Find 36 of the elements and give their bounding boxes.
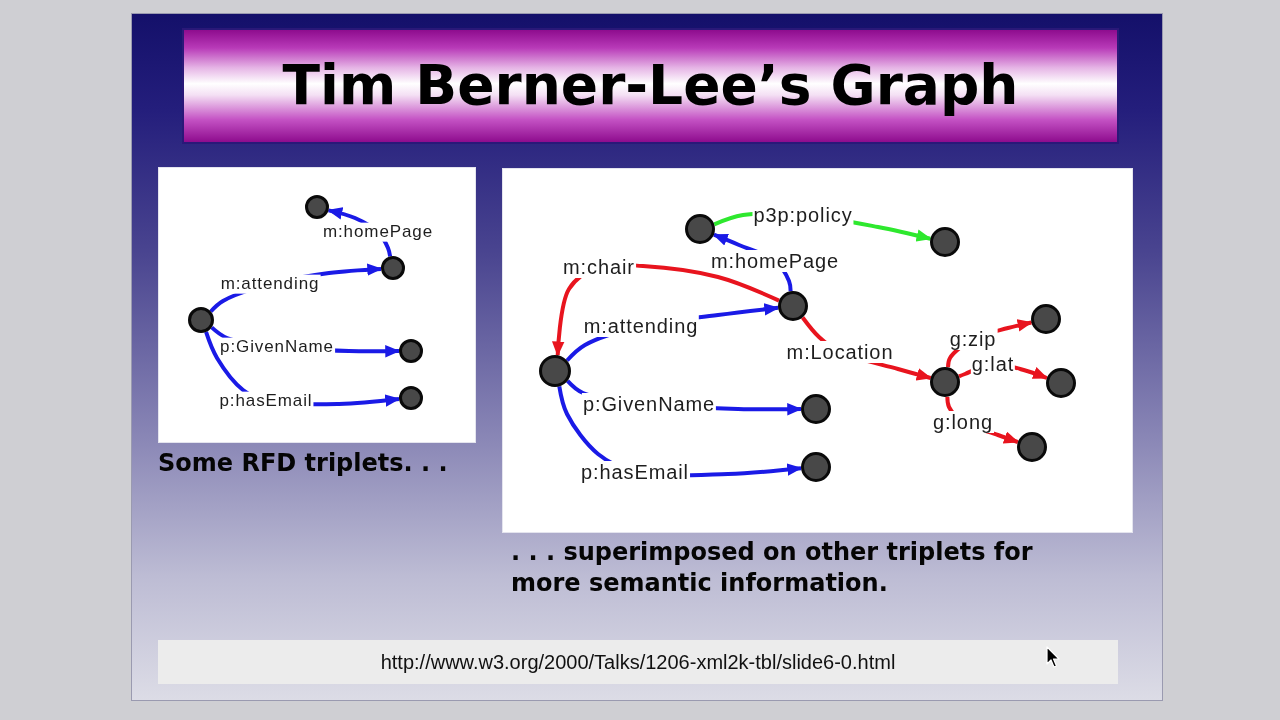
edge-label: g:lat (970, 353, 1016, 375)
graph-node (778, 291, 808, 321)
edge-label: g:zip (948, 328, 998, 350)
node-label: . . . superimposed on other triplets for more semantic information. (511, 537, 1034, 599)
edge-label: m:homePage (710, 250, 840, 272)
url-bar (158, 640, 1118, 684)
node-label: Some RFD triplets. . . (158, 448, 449, 478)
edge-label: m:attending (219, 274, 321, 294)
edge-label: m:attending (582, 315, 700, 337)
edge-label: g:long (932, 411, 994, 433)
graph-node (381, 256, 405, 280)
graph-panel (158, 167, 476, 443)
graph-node (1017, 432, 1047, 462)
graph-node (399, 339, 423, 363)
edge-label: p:GivenName (581, 393, 717, 415)
graph-node (930, 367, 960, 397)
edge-label: p:GivenName (219, 337, 335, 357)
edge-label: m:Location (785, 341, 895, 363)
edge-label: m:chair (562, 256, 636, 278)
graph-node (801, 452, 831, 482)
graph-node (1031, 304, 1061, 334)
graph-node (685, 214, 715, 244)
url-text: http://www.w3.org/2000/Talks/1206-xml2k-tbl/slide6-0.html (380, 650, 896, 674)
graph-node (539, 355, 571, 387)
graph-node (1046, 368, 1076, 398)
graph-node (930, 227, 960, 257)
edge-label: p:hasEmail (218, 391, 314, 411)
edge-label: p:hasEmail (580, 461, 690, 483)
edge-label: m:homePage (321, 222, 435, 242)
graph-node (188, 307, 214, 333)
title: Tim Berner-Lee’s Graph (282, 54, 1019, 118)
graph-node (399, 386, 423, 410)
graph-node (801, 394, 831, 424)
graph-node (305, 195, 329, 219)
edge-label: p3p:policy (752, 204, 854, 226)
graph-panel (502, 168, 1133, 533)
